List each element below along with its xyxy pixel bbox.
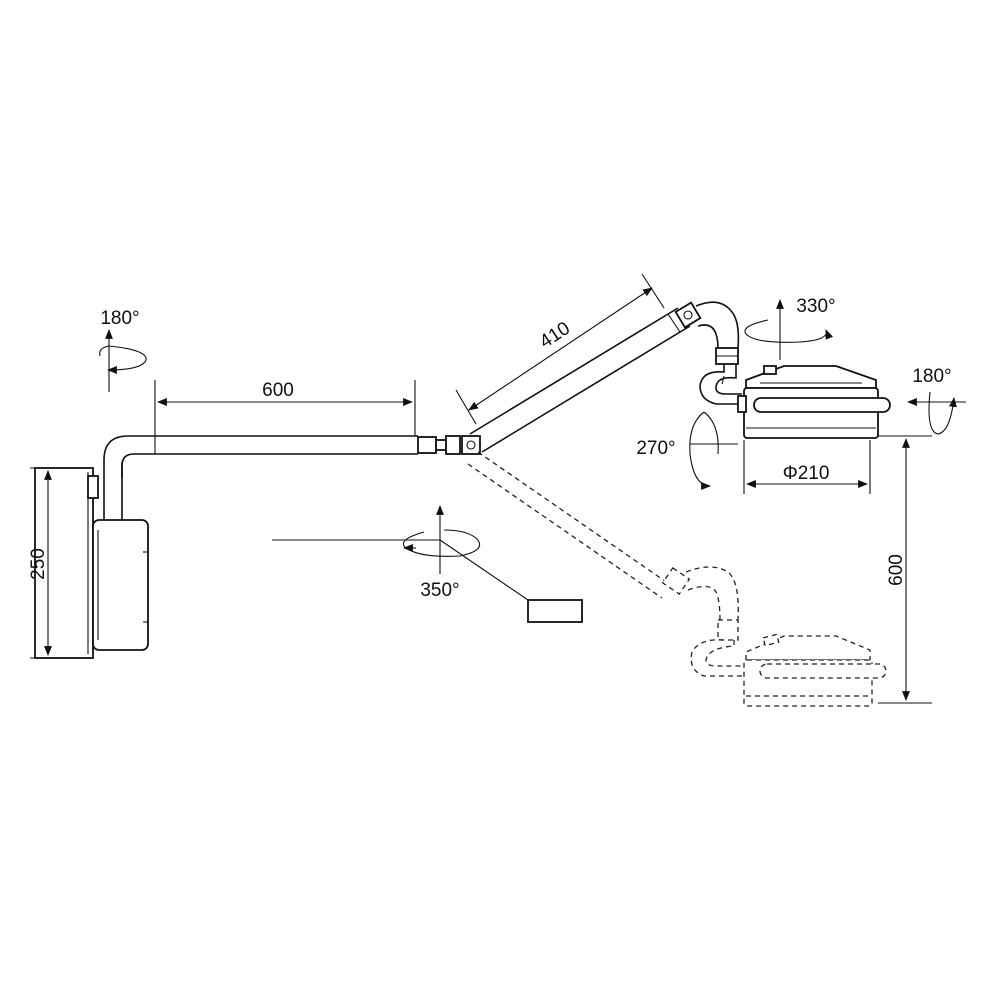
rotation-head-270: 270° bbox=[636, 411, 738, 490]
rotation-head-180: 180° bbox=[907, 366, 966, 435]
lamp-head-top bbox=[737, 365, 891, 439]
upper-arm bbox=[469, 301, 702, 453]
wall-height-label: 250 bbox=[28, 548, 49, 580]
arm-rotation-label: 350° bbox=[420, 580, 459, 601]
dimension-arm-410: 410 bbox=[455, 273, 665, 425]
lamp-yoke-top bbox=[695, 301, 742, 405]
head-side-rotation-label: 180° bbox=[912, 366, 951, 387]
head-tilt-rotation-label: 270° bbox=[636, 438, 675, 459]
dimension-drop-600: 600 bbox=[878, 435, 932, 704]
rotation-arm-350: 350° bbox=[272, 505, 583, 623]
elbow-joint bbox=[445, 435, 481, 455]
head-diameter-label: Φ210 bbox=[783, 463, 830, 484]
lamp-head-dashed bbox=[743, 633, 887, 707]
upper-arm-length-label: 410 bbox=[536, 318, 574, 353]
horizontal-arm bbox=[103, 435, 447, 478]
dimension-wall-250: 250 bbox=[28, 467, 58, 659]
head-top-rotation-label: 330° bbox=[796, 296, 835, 317]
dimension-head-diameter: Φ210 bbox=[743, 440, 871, 494]
arm-length-label: 600 bbox=[262, 380, 294, 401]
dimension-arm-600: 600 bbox=[154, 380, 416, 436]
drop-height-label: 600 bbox=[886, 554, 907, 586]
wall-rotation-label: 180° bbox=[100, 308, 139, 329]
callout-box bbox=[527, 599, 583, 623]
lowered-arm-dashed bbox=[467, 451, 744, 677]
rotation-head-330: 330° bbox=[744, 296, 836, 360]
rotation-wall-180: 180° bbox=[99, 308, 147, 392]
wall-mount bbox=[34, 462, 149, 659]
